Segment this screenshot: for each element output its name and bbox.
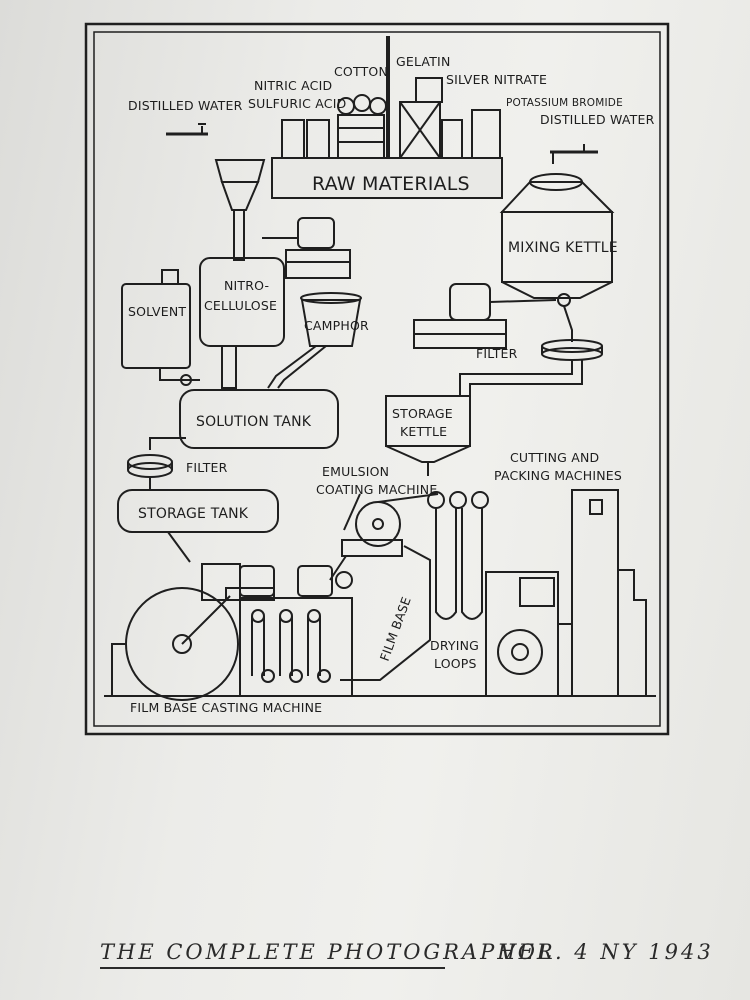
storage-kettle	[385, 395, 471, 476]
storage-kettle-label-2: KETTLE	[400, 424, 447, 439]
solution-tank	[149, 389, 339, 450]
cotton-label: COTTON	[334, 64, 388, 79]
kettle-motor	[413, 283, 557, 349]
inner-frame	[93, 31, 661, 727]
drying-loops-label-2: LOOPS	[434, 656, 477, 671]
distilled-water-right-label: DISTILLED WATER	[540, 112, 655, 127]
storage-tank	[117, 489, 279, 563]
caption-underline	[100, 967, 445, 969]
storage-kettle-label-1: STORAGE	[392, 406, 453, 421]
solvent-tank	[121, 269, 200, 386]
cutting-packing-machines	[485, 489, 647, 697]
solvent-label: SOLVENT	[128, 304, 186, 319]
camphor-label: CAMPHOR	[304, 318, 369, 333]
casting-machine-label: FILM BASE CASTING MACHINE	[130, 700, 322, 715]
mixing-kettle-label: MIXING KETTLE	[508, 240, 618, 256]
nitrocellulose-tank	[199, 257, 285, 389]
storage-tank-label: STORAGE TANK	[138, 506, 249, 522]
raw-materials-shelf	[271, 36, 503, 199]
right-filter	[459, 339, 603, 396]
emulsion-label-1: EMULSION	[322, 464, 389, 479]
nitric-acid-label: NITRIC ACID	[254, 78, 332, 93]
emulsion-label-2: COATING MACHINE	[316, 482, 437, 497]
mixing-kettle	[499, 173, 615, 342]
solution-tank-label: SOLUTION TANK	[196, 414, 312, 430]
coating-machine	[329, 491, 489, 581]
film-base-label: FILM BASE	[377, 595, 414, 663]
filter-right-label: FILTER	[476, 346, 518, 361]
drying-loops	[340, 508, 483, 681]
potassium-bromide-label: POTASSIUM BROMIDE	[506, 97, 623, 109]
silver-nitrate-label: SILVER NITRATE	[446, 72, 547, 87]
cutting-label-1: CUTTING AND	[510, 450, 599, 465]
nitro-label-2: CELLULOSE	[204, 298, 277, 313]
caption-title: THE COMPLETE PHOTOGRAPHER	[100, 940, 556, 964]
left-water-faucet	[166, 123, 208, 136]
film-base-casting-machine	[104, 563, 656, 701]
sulfuric-acid-label: SULFURIC ACID	[248, 96, 346, 111]
nitro-motor	[262, 217, 351, 279]
camphor-vessel	[267, 292, 362, 389]
raw-materials-title: RAW MATERIALS	[312, 173, 470, 195]
cutting-label-2: PACKING MACHINES	[494, 468, 622, 483]
filter-left-label: FILTER	[186, 460, 228, 475]
gelatin-label: GELATIN	[396, 54, 451, 69]
nitro-label-1: NITRO-	[224, 278, 269, 293]
handwritten-caption: THE COMPLETE PHOTOGRAPHER VOL. 4 NY 1943	[100, 940, 711, 974]
outer-frame	[84, 22, 670, 736]
drying-loops-label-1: DRYING	[430, 638, 479, 653]
distilled-water-left-label: DISTILLED WATER	[128, 98, 243, 113]
left-filter	[127, 454, 173, 490]
caption-volume: VOL. 4 NY 1943	[500, 940, 714, 964]
right-water-faucet	[550, 144, 598, 164]
nitro-hopper	[214, 159, 266, 261]
